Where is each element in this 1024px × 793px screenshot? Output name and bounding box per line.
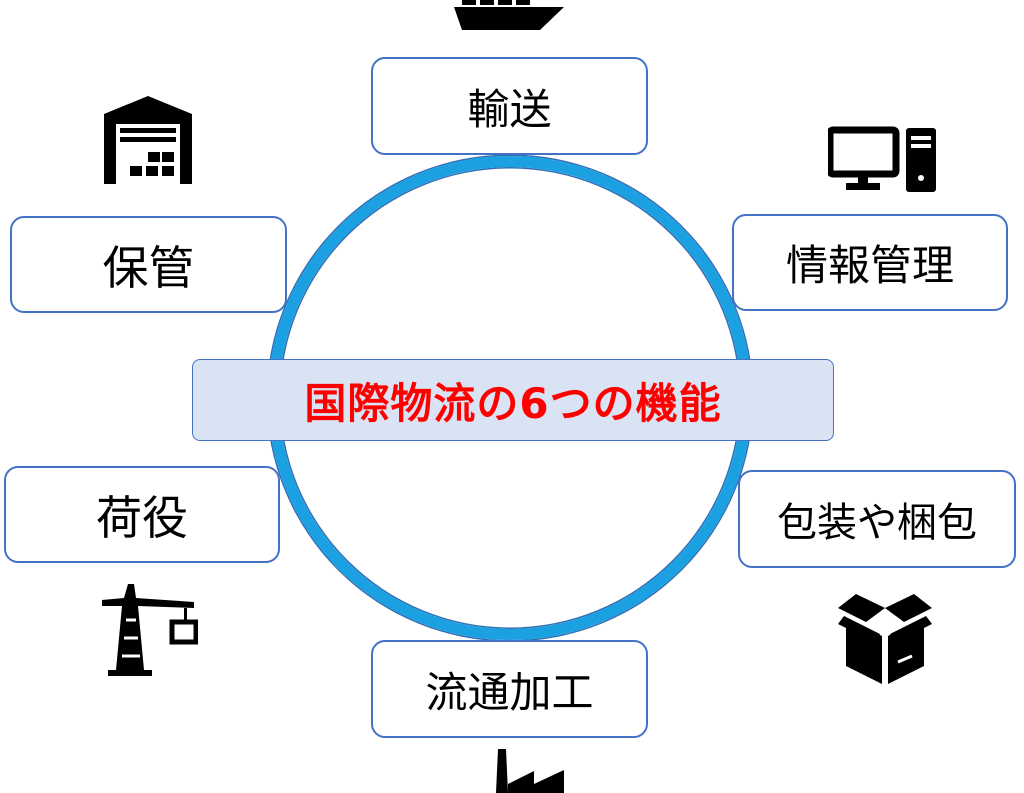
warehouse-icon [104,96,192,184]
function-box-information: 情報管理 [732,214,1008,311]
function-box-processing: 流通加工 [371,640,648,738]
diagram-title: 国際物流の6つの機能 [192,359,834,441]
crane-icon [102,584,198,676]
computer-icon [828,126,936,192]
function-box-storage: 保管 [10,216,287,313]
package-box-icon [838,594,932,684]
function-box-packaging: 包装や梱包 [738,470,1016,568]
function-box-transport: 輸送 [371,57,648,155]
ship-icon [454,0,564,30]
factory-icon [496,749,564,793]
function-box-cargo-handling: 荷役 [4,466,280,563]
